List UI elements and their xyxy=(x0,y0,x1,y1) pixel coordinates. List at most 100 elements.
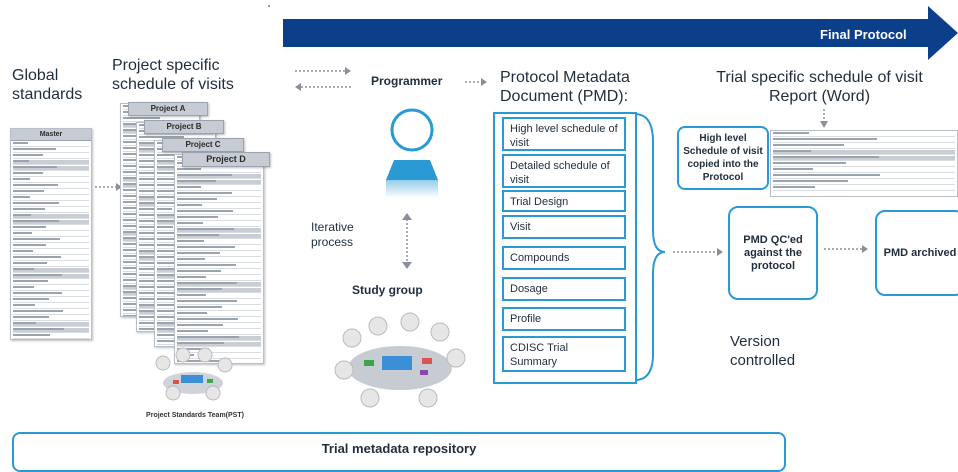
pmd-item-detailed: Detailed schedule of visit xyxy=(502,154,626,188)
document-row xyxy=(177,300,261,305)
dotted-arrow-programmer-to-pmd xyxy=(465,78,487,86)
pmd-archived-box: PMD archived xyxy=(875,210,958,296)
pmd-item-cdisc: CDISC Trial Summary xyxy=(502,336,626,372)
document-row xyxy=(177,318,261,323)
document-row xyxy=(773,156,955,161)
trial-metadata-repository: Trial metadata repository xyxy=(12,432,786,472)
project-b-tab: Project B xyxy=(144,120,224,134)
document-row xyxy=(13,232,89,237)
document-row xyxy=(177,276,261,281)
document-row xyxy=(177,198,261,203)
global-standards-heading: Global standards xyxy=(12,67,83,103)
pmd-item-compounds: Compounds xyxy=(502,246,626,270)
document-row xyxy=(13,292,89,297)
document-row xyxy=(177,246,261,251)
document-row xyxy=(13,268,89,273)
programmer-label: Programmer xyxy=(371,74,443,88)
document-row xyxy=(13,262,89,267)
high-level-copied-box: High level Schedule of visit copied into… xyxy=(677,126,769,190)
pmd-frame xyxy=(493,112,637,384)
project-d-document xyxy=(174,154,264,364)
document-row xyxy=(177,216,261,221)
document-row xyxy=(177,210,261,215)
document-row xyxy=(13,244,89,249)
master-document-rows xyxy=(11,142,91,339)
document-row xyxy=(13,220,89,225)
version-controlled-label: Version controlled xyxy=(730,333,796,369)
pmd-item-visit: Visit xyxy=(502,215,626,239)
pmd-bracket-connector xyxy=(634,113,723,381)
document-row xyxy=(13,196,89,201)
document-row xyxy=(773,162,955,167)
document-row xyxy=(773,150,955,155)
document-row xyxy=(13,316,89,321)
document-row xyxy=(13,214,89,219)
document-row xyxy=(13,172,89,177)
document-row xyxy=(13,202,89,207)
document-row xyxy=(13,208,89,213)
pmd-item-dosage: Dosage xyxy=(502,277,626,301)
document-row xyxy=(13,226,89,231)
document-row xyxy=(177,240,261,245)
document-row xyxy=(13,166,89,171)
document-row xyxy=(177,174,261,179)
document-row xyxy=(13,334,89,339)
iterative-process-label: Iterative process xyxy=(311,220,354,249)
trial-report-title: Trial specific schedule of visit Report … xyxy=(716,69,923,105)
pmd-item-high-level: High level schedule of visit xyxy=(502,117,626,151)
document-row xyxy=(773,144,955,149)
document-row xyxy=(13,274,89,279)
master-document-title: Master xyxy=(11,129,91,141)
document-row xyxy=(13,160,89,165)
document-row xyxy=(13,190,89,195)
project-c-tab: Project C xyxy=(162,138,244,152)
project-a-tab: Project A xyxy=(128,102,208,116)
final-protocol-label: Final Protocol xyxy=(820,27,907,42)
document-row xyxy=(177,180,261,185)
project-schedule-heading: Project specific schedule of visits xyxy=(112,57,234,93)
document-row xyxy=(177,270,261,275)
project-team-illustration xyxy=(155,347,233,401)
document-row xyxy=(773,174,955,179)
document-row xyxy=(13,154,89,159)
project-team-label: Project Standards Team(PST) xyxy=(146,412,244,419)
document-row xyxy=(177,282,261,287)
document-row xyxy=(177,228,261,233)
trial-report-thumbnail xyxy=(770,130,958,197)
repository-label: Trial metadata repository xyxy=(321,441,477,456)
pmd-title: Protocol Metadata Document (PMD): xyxy=(500,69,630,105)
document-row xyxy=(13,310,89,315)
document-row xyxy=(177,330,261,335)
document-row xyxy=(13,184,89,189)
document-row xyxy=(13,148,89,153)
document-row xyxy=(773,132,955,137)
dotted-arrow-master-to-projects xyxy=(95,183,122,191)
document-row xyxy=(177,186,261,191)
pmd-item-profile: Profile xyxy=(502,307,626,331)
document-row xyxy=(177,288,261,293)
document-row xyxy=(13,328,89,333)
document-row xyxy=(13,304,89,309)
master-document: Master xyxy=(10,128,92,340)
document-row xyxy=(773,186,955,191)
document-row xyxy=(177,306,261,311)
programmer-person-icon xyxy=(386,108,438,198)
document-row xyxy=(177,168,261,173)
document-row xyxy=(13,178,89,183)
document-row xyxy=(773,138,955,143)
document-row xyxy=(139,328,213,331)
document-row xyxy=(177,258,261,263)
document-row xyxy=(13,250,89,255)
document-row xyxy=(177,264,261,269)
document-row xyxy=(177,192,261,197)
final-protocol-arrow xyxy=(268,5,958,60)
document-row xyxy=(13,322,89,327)
document-row xyxy=(13,238,89,243)
document-row xyxy=(13,298,89,303)
dotted-arrow-qc-to-archived xyxy=(824,245,868,253)
document-row xyxy=(177,222,261,227)
document-row xyxy=(177,312,261,317)
document-row xyxy=(13,286,89,291)
project-d-tab: Project D xyxy=(182,152,270,167)
trial-report-rows xyxy=(771,132,957,191)
